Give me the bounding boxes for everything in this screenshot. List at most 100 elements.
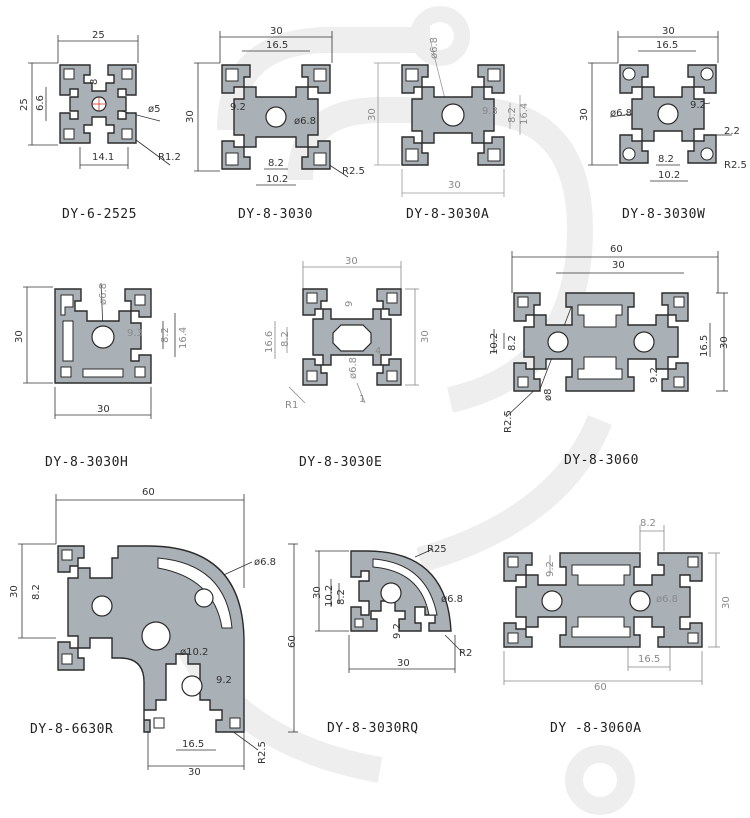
- profile-drawing: [315, 548, 464, 673]
- profile-drawing: [23, 282, 176, 419]
- dim-height: 30: [420, 330, 431, 343]
- dim-bore: ø6.8: [656, 594, 679, 605]
- dim-height: 60: [287, 635, 298, 648]
- dim-bore: ø6.8: [254, 557, 277, 568]
- dim-width: 60: [594, 682, 607, 693]
- dim-wall: 9.3: [482, 106, 498, 117]
- profile-drawing: [503, 525, 720, 685]
- dim-lip: 2.2: [724, 126, 740, 137]
- profile-dy-8-3030h: ø6.8 30 9.3 8.2 16.4 30 DY-8-3030H: [14, 265, 215, 475]
- dim-width: 60: [142, 487, 155, 498]
- profile-dy-6-2525: 25 25 6.6 8 ø5 14.1 R1.2 DY-6-2525: [19, 25, 190, 225]
- dim-gap: 1: [359, 394, 366, 405]
- dim-width: 30: [97, 404, 110, 415]
- dim-bore: ø6.8: [294, 116, 317, 127]
- profile-drawing: [28, 35, 171, 169]
- dim-slot-outer: 10.2: [489, 332, 500, 355]
- profile-drawing: [18, 494, 298, 770]
- dim-width: 60: [610, 244, 623, 255]
- dim-bore: ø5: [148, 104, 161, 115]
- profile-drawing: [493, 251, 728, 418]
- dim-wall: 9.2: [392, 623, 403, 639]
- profile-drawing: [374, 38, 521, 197]
- profile-dy-8-3030e: 30 9 16.6 8.2 30 ø6.8 4 R1 1 DY-8-3030E: [255, 255, 455, 475]
- dim-width: 30: [345, 256, 358, 267]
- dim-base-width: 30: [188, 767, 201, 778]
- dim-width: 30: [448, 180, 461, 191]
- profile-dy-8-3060: 60 30 8.2 10.2 16.5 30 ø8 9.2 R2.5 DY-8-…: [480, 245, 740, 475]
- dim-slot: 8.2: [507, 335, 518, 351]
- profile-label: DY-8-3030: [238, 207, 313, 222]
- dim-slot-inner: 16.6: [264, 330, 275, 353]
- dim-wall: 9.3: [127, 328, 143, 339]
- dim-radius: R2.5: [342, 166, 365, 177]
- dim-slot: 8.2: [31, 584, 42, 600]
- dim-slot-depth: 8: [89, 78, 100, 85]
- profile-dy-8-3060a: 8.2 9.2 30 ø6.8 16.5 60 DY -8-3060A: [490, 515, 745, 745]
- dim-wall: 9.2: [649, 367, 660, 383]
- dim-slot-outer: 10.2: [266, 174, 289, 185]
- dim-slot: 8.2: [268, 158, 284, 169]
- profile-label: DY-8-3030A: [406, 207, 490, 222]
- dim-height: 30: [579, 108, 590, 121]
- dim-inner-width: 14.1: [92, 152, 115, 163]
- dim-radius: R1.2: [158, 152, 181, 163]
- dim-slot-width: 16.5: [266, 40, 289, 51]
- profile-outline: [503, 552, 703, 648]
- dim-height: 30: [14, 330, 25, 343]
- profile-drawing: [194, 31, 349, 186]
- dim-wall: 9.2: [690, 100, 706, 111]
- dim-slot: 8.2: [658, 154, 674, 165]
- dim-bore: ø6.8: [441, 594, 464, 605]
- profile-label: DY-8-3030H: [45, 455, 129, 470]
- dim-center: 30: [612, 260, 625, 271]
- dim-height: 30: [719, 336, 730, 349]
- profile-dy-8-3030w: 30 16.5 30 ø6.8 9.2 2.2 8.2 10.2 R2.5 DY…: [570, 25, 750, 225]
- profile-dy-8-3030a: ø6.8 30 9.3 8.2 16.4 30 DY-8-3030A: [367, 25, 550, 225]
- profile-label: DY-8-3060: [564, 453, 639, 468]
- dim-slot: 6.6: [35, 95, 46, 111]
- dim-inner-radius: R2: [459, 648, 473, 659]
- profile-drawing: [588, 31, 732, 182]
- dim-height: 30: [312, 586, 323, 599]
- dim-width: 25: [92, 30, 105, 41]
- dim-wall: 9.2: [545, 561, 556, 577]
- dim-slot-inner: 16.4: [519, 102, 530, 125]
- dim-radius: R2.5: [257, 741, 268, 764]
- dim-bore: ø6.8: [610, 108, 633, 119]
- dim-slot-width: 16.5: [638, 654, 661, 665]
- profile-label: DY-8-3030E: [299, 455, 383, 470]
- dim-slot-outer: 10.2: [658, 170, 681, 181]
- dim-outer-radius: R25: [427, 544, 447, 555]
- profile-dy-8-3030: 30 16.5 30 9.2 ø6.8 8.2 10.2 R2.5 DY-8-3…: [185, 25, 370, 225]
- profile-dy-8-3030rq: R25 30 10.2 8.2 ø6.8 9.2 R2 30 DY-8-3030…: [305, 535, 485, 745]
- dim-radius: R2.5: [724, 160, 747, 171]
- dim-slot-outer: 10.2: [324, 584, 335, 607]
- dim-slot: 8.2: [280, 331, 291, 347]
- profile-label: DY -8-3060A: [550, 721, 642, 736]
- dim-width: 30: [397, 658, 410, 669]
- profile-label: DY-8-6630R: [30, 722, 114, 737]
- dim-slot-width: 16.5: [182, 739, 205, 750]
- dim-height: 30: [367, 108, 378, 121]
- profile-dy-8-6630r: 60 30 8.2 ø6.8 60 ø10.2 9.2 16.5 R2.5 30…: [8, 488, 308, 816]
- profile-label: DY-8-3030W: [622, 207, 706, 222]
- dim-height-left: 30: [9, 585, 20, 598]
- dim-height: 30: [185, 110, 196, 123]
- dim-bore: ø6.8: [429, 36, 440, 59]
- dim-slot: 8.2: [507, 107, 518, 123]
- dim-slot-depth: 9: [344, 300, 355, 307]
- dim-slot-inner: 16.4: [178, 326, 189, 349]
- dim-slot-width: 16.5: [656, 40, 679, 51]
- profile-label: DY-8-3030RQ: [327, 721, 419, 736]
- profile-label: DY-6-2525: [62, 207, 137, 222]
- dim-width: 30: [662, 26, 675, 37]
- dim-wall: 4: [375, 346, 382, 357]
- dim-slot: 8.2: [640, 518, 656, 529]
- profile-drawing: [274, 261, 419, 404]
- dim-slot: 8.2: [336, 589, 347, 605]
- dim-bore: ø8: [543, 388, 554, 401]
- dim-width: 30: [270, 26, 283, 37]
- dim-radius: R1: [285, 400, 299, 411]
